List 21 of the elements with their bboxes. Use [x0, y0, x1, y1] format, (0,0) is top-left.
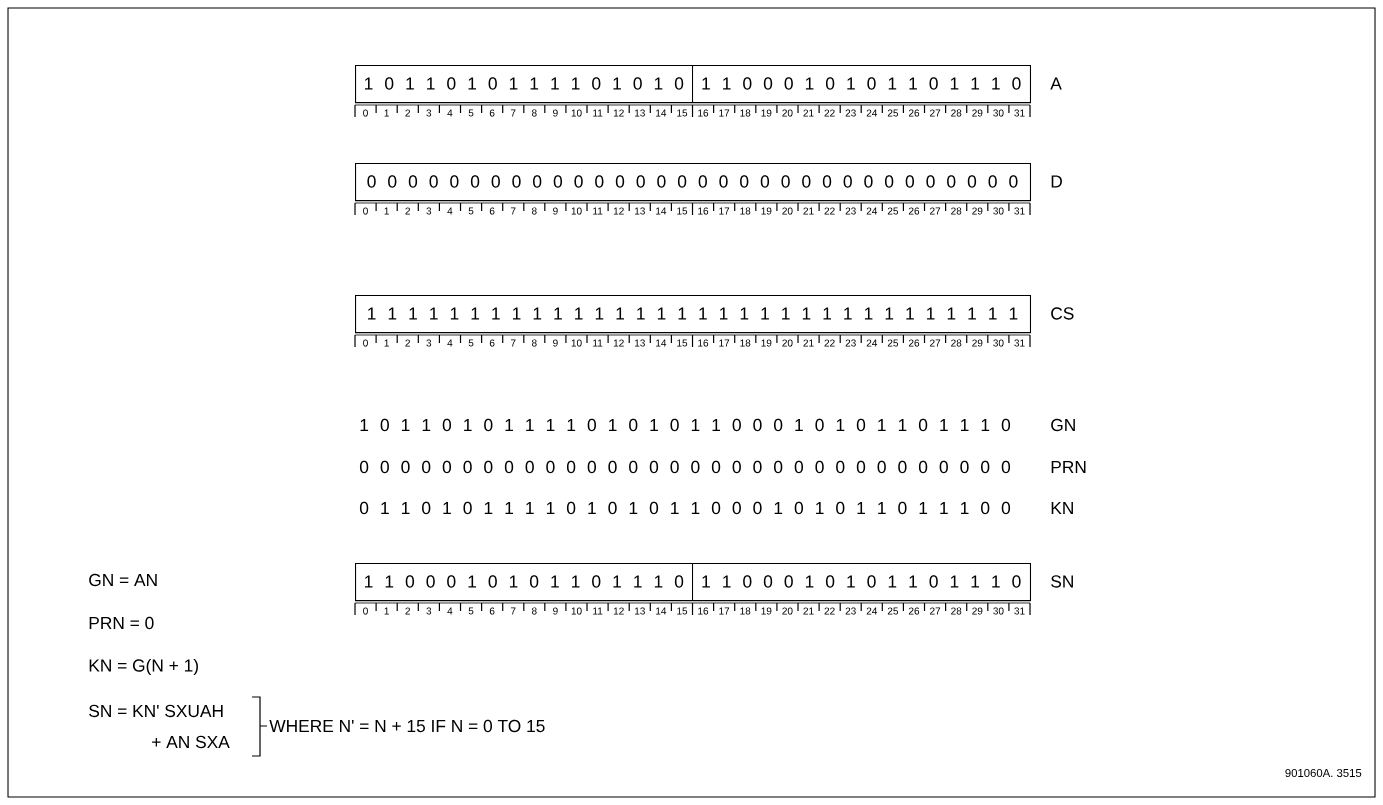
- condition-text: WHERE N' = N + 15 IF N = 0 TO 15: [269, 719, 545, 733]
- equation: + AN SXA: [152, 735, 230, 749]
- bit-row: 1 0 1 1 0 1 0 1 1 1 1 0 1 0 1 0 1 1 0 0 0 1 0 1 0 1 1 0 1 1 1 0: [360, 418, 1011, 432]
- bit-row: 0 1 1 0 1 0 1 1 1 1 0 1 0 1 0 1 1 0 0 0 1 0 1 0 1 1 0 1 1 1 0 0: [359, 501, 1011, 515]
- register-name: KN: [1051, 502, 1073, 514]
- register-box: 1 1 1 1 1 1 1 1 1 1 1 1 1 1 1 1 1 1 1 1 1 1 1 1 1 1 1 1 1 1 1 1: [355, 295, 1031, 334]
- register-box: 0 0 0 0 0 0 0 0 0 0 0 0 0 0 0 0 0 0 0 0 0 0 0 0 0 0 0 0 0 0 0 0: [355, 163, 1031, 202]
- figure-number: 901060A. 3515: [1285, 769, 1362, 777]
- register-box: 1 1 0 0 0 1 0 1 0 1 1 0 1 1 1 0 1 1 0 0 0 1 0 1 0 1 1 0 1 1 1 0: [355, 562, 1031, 602]
- equation: GN = AN: [89, 573, 157, 587]
- equation: SN = KN' SXUAH: [89, 704, 223, 718]
- register-box: 1 0 1 1 0 1 0 1 1 1 1 0 1 0 1 0 1 1 0 0 0 1 0 1 0 1 1 0 1 1 1 0: [355, 64, 1031, 104]
- register-name: SN: [1051, 575, 1073, 588]
- register-name: CS: [1051, 307, 1074, 320]
- register-name: A: [1050, 77, 1062, 90]
- bit-row: 0 0 0 0 0 0 0 0 0 0 0 0 0 0 0 0 0 0 0 0 0 0 0 0 0 0 0 0 0 0 0 0: [359, 460, 1011, 474]
- register-name: D: [1051, 175, 1062, 188]
- register-name: GN: [1051, 418, 1075, 432]
- equation: KN = G(N + 1): [89, 658, 198, 676]
- equation: PRN = 0: [89, 616, 154, 630]
- register-name: PRN: [1051, 461, 1086, 473]
